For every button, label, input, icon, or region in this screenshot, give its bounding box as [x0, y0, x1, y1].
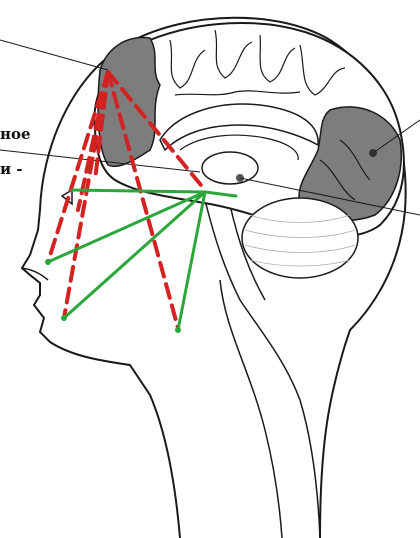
face-profile [22, 210, 180, 538]
cropped-label-fragment-1: ное [0, 125, 31, 143]
green-line-1 [72, 190, 205, 192]
red-line-2 [64, 72, 108, 318]
neck-back [240, 300, 320, 538]
cropped-label-fragment-2: и - [0, 160, 23, 178]
spinal-cord [220, 280, 282, 538]
thalamus [202, 152, 258, 184]
pointer-line-top-left [0, 40, 108, 70]
